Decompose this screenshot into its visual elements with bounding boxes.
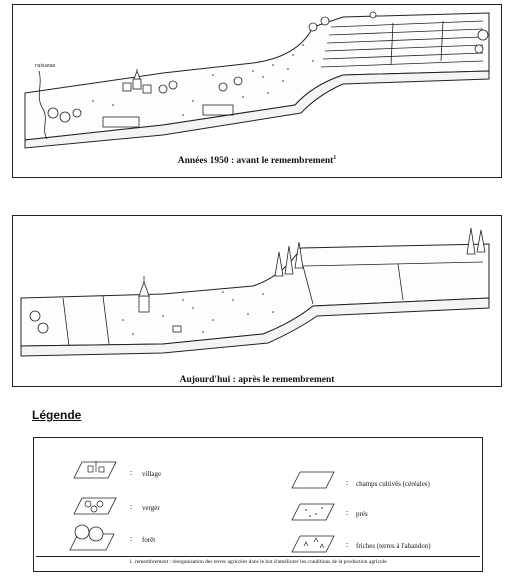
legend-label-field: champs cultivés (céréales) [356,480,430,488]
footnote-divider [36,556,480,557]
legend-label-forest: forêt [142,536,156,544]
caption-before: Années 1950 : avant le remembrement1 [13,155,501,166]
diagram-before-remembrement: ruisseau Années 1950 : avant le remembre… [12,4,502,178]
landscape-after-illustration [20,227,490,357]
large-fields [62,261,484,347]
legend-label-fallow: friches (terres à l'abandon) [356,542,431,550]
village-icon [73,461,117,479]
caption-after: Aujourd'hui : après le remembrement [179,375,335,385]
legend-title: Légende [32,408,82,422]
footnote-text: 1. remembrement : réorganisation des ter… [129,559,387,565]
meadow-icon [291,503,335,521]
caption-before-text: Années 1950 : avant le remembrement [177,156,334,167]
orchard-icon [73,497,117,515]
fallow-icon [291,535,335,553]
stream-line [38,70,48,140]
footnote-marker: 1 [333,155,337,161]
legend-label-village: village [142,470,162,478]
field-strips [320,20,484,68]
diagram-after-remembrement: Aujourd'hui : après le remembrement [12,215,502,387]
landscape-before-illustration [24,11,490,149]
legend-label-orchard: verger [142,504,160,512]
trees [47,11,489,123]
church [138,276,182,333]
forest-icon [69,524,115,551]
village-cluster [122,69,152,94]
stream-label: ruisseau [35,63,56,69]
legend-box: : : : village verger forêt : : : champs … [33,437,483,572]
field-icon [291,471,335,489]
conifer-trees [29,227,486,334]
legend-label-meadow: prés [356,510,368,518]
